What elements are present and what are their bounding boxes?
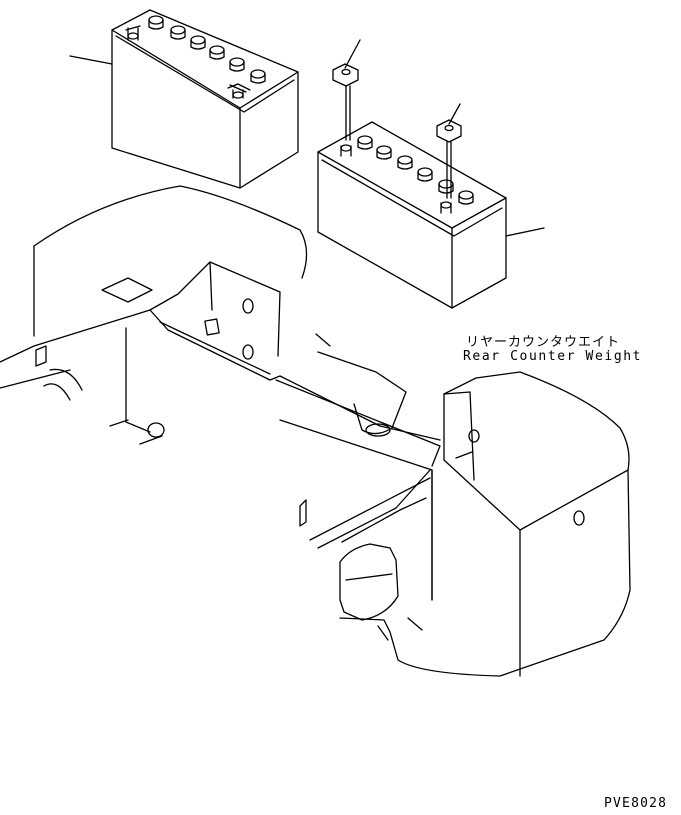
battery-right-caps xyxy=(357,135,474,205)
rear-counter-weight xyxy=(317,371,631,677)
terminal-clamp-1 xyxy=(332,39,361,141)
terminal-clamp-2 xyxy=(436,103,462,199)
battery-left xyxy=(69,9,299,189)
battery-left-terminals xyxy=(125,25,251,99)
battery-right xyxy=(317,121,545,309)
counterweight-label-english: Rear Counter Weight xyxy=(463,349,643,364)
battery-right-terminals xyxy=(340,144,452,214)
counterweight-label-japanese: リヤーカウンタウエイト xyxy=(466,335,621,350)
frame xyxy=(0,185,441,527)
drawing-code: PVE8028 xyxy=(604,796,668,811)
main-beam xyxy=(279,419,433,601)
battery-left-caps xyxy=(148,15,266,84)
